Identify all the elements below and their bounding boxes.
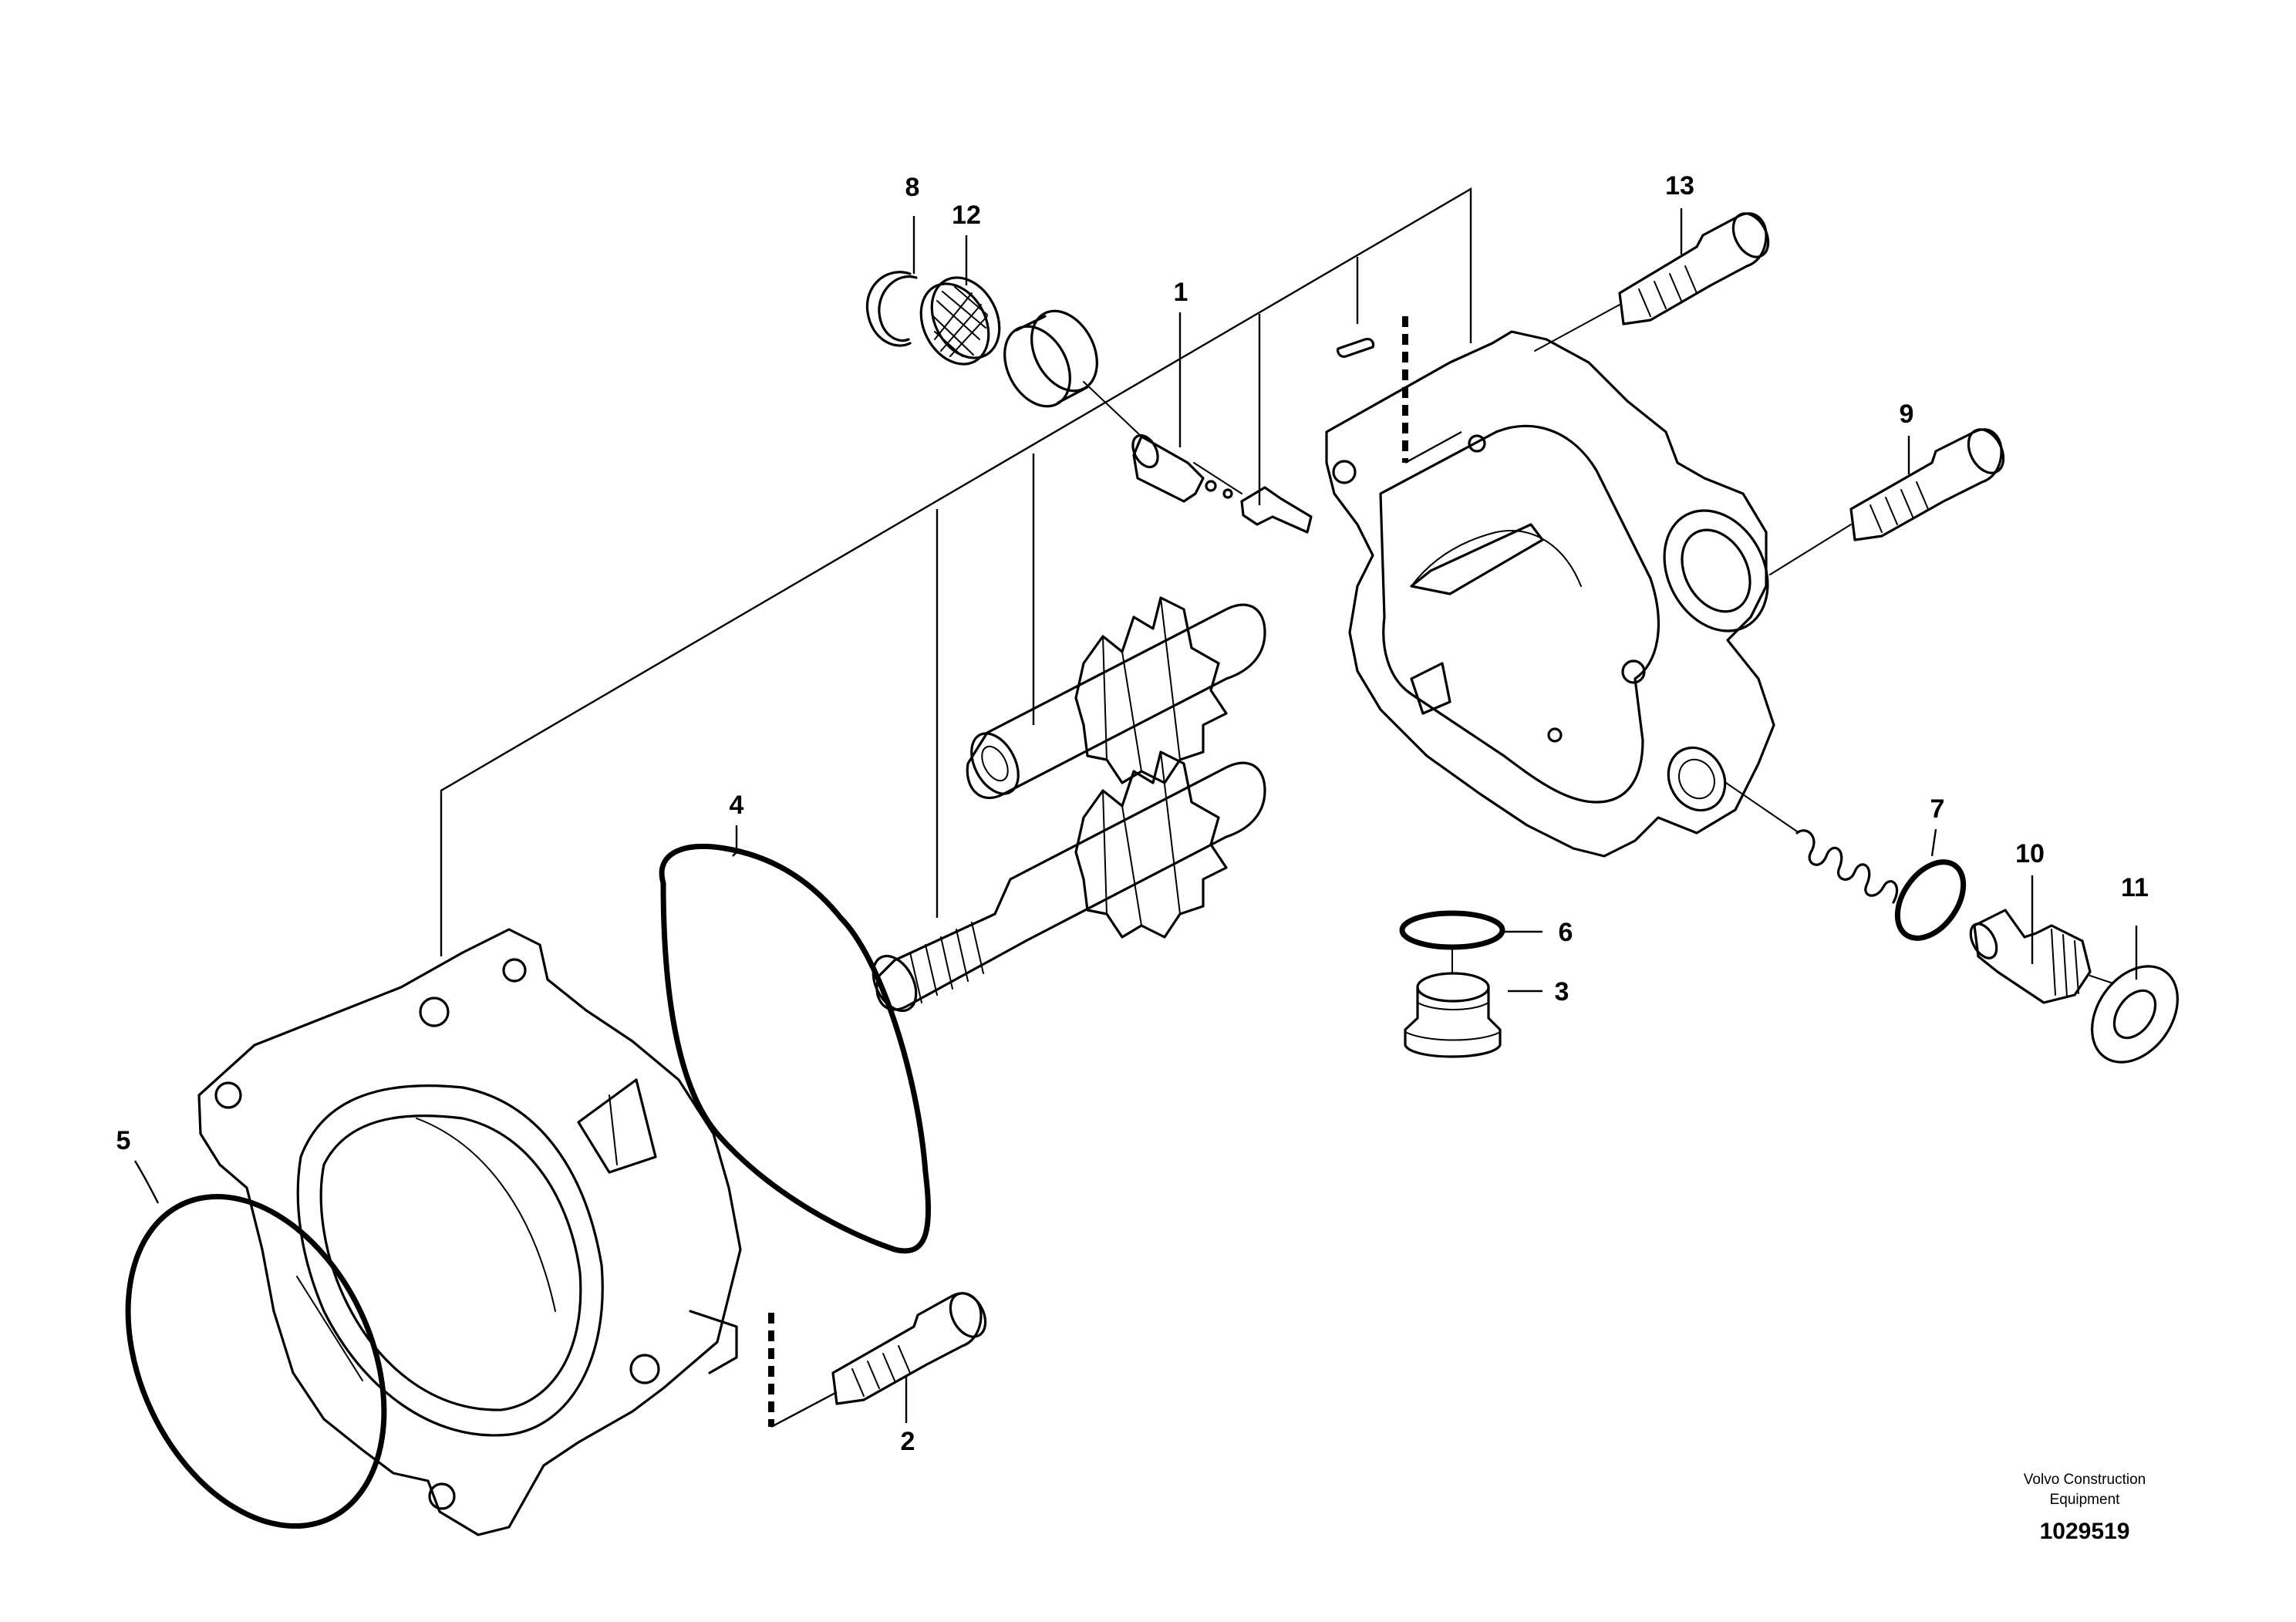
- callout-leaders: [133, 208, 2138, 1423]
- bolt-2: [831, 1292, 987, 1405]
- company-name-line1: Volvo Construction: [2024, 1472, 2146, 1488]
- washer-11: [2091, 965, 2179, 1064]
- callout-9: 9: [1900, 400, 1914, 429]
- leader-line-tree: [440, 187, 1472, 956]
- callout-10: 10: [2015, 839, 2045, 868]
- callout-7: 7: [1930, 794, 1945, 824]
- callout-5: 5: [116, 1126, 131, 1155]
- bushing: [1003, 309, 1098, 408]
- callout-8: 8: [905, 173, 920, 202]
- relief-valve-10: [1969, 909, 2114, 1004]
- valve-pin: [1193, 462, 1313, 534]
- callout-1: 1: [1174, 278, 1188, 307]
- o-ring-6: [1399, 910, 1505, 950]
- bolt-13: [1534, 212, 1770, 352]
- spring: [1725, 782, 1899, 904]
- callout-13: 13: [1665, 171, 1694, 201]
- o-ring-7: [1894, 859, 1967, 941]
- drive-gear-upper: [966, 596, 1266, 800]
- valve-sleeve-1: [1131, 433, 1233, 503]
- bolt-9: [1769, 428, 2005, 575]
- callout-4: 4: [730, 791, 744, 820]
- document-number: 1029519: [2040, 1519, 2130, 1544]
- screen-filter-12: [919, 276, 1001, 366]
- bolt-2-reference: [768, 1313, 838, 1428]
- circlip-8: [865, 271, 918, 347]
- o-ring-large-5: [125, 1193, 387, 1529]
- callout-6: 6: [1559, 918, 1573, 947]
- seal-ring-4: [659, 843, 932, 1254]
- callout-labels: 1 2 3 4 5 6 7 8 9 10 11 12 13: [116, 171, 2149, 1456]
- pump-housing-cover: [197, 928, 742, 1536]
- drive-gear-lower: [872, 750, 1266, 1012]
- plug-3: [1404, 972, 1502, 1058]
- callout-12: 12: [952, 201, 981, 230]
- callout-3: 3: [1555, 977, 1569, 1007]
- footer-credit: Volvo Construction Equipment 1029519: [2024, 1472, 2146, 1544]
- company-name-line2: Equipment: [2050, 1492, 2121, 1508]
- pump-body: [1325, 330, 1775, 858]
- o-ring-5-hidden-edge: [296, 1276, 363, 1381]
- callout-2: 2: [901, 1427, 915, 1456]
- pump-body-reference: [1336, 316, 1462, 464]
- callout-11: 11: [2121, 873, 2149, 902]
- valve-axis-line: [1083, 381, 1142, 437]
